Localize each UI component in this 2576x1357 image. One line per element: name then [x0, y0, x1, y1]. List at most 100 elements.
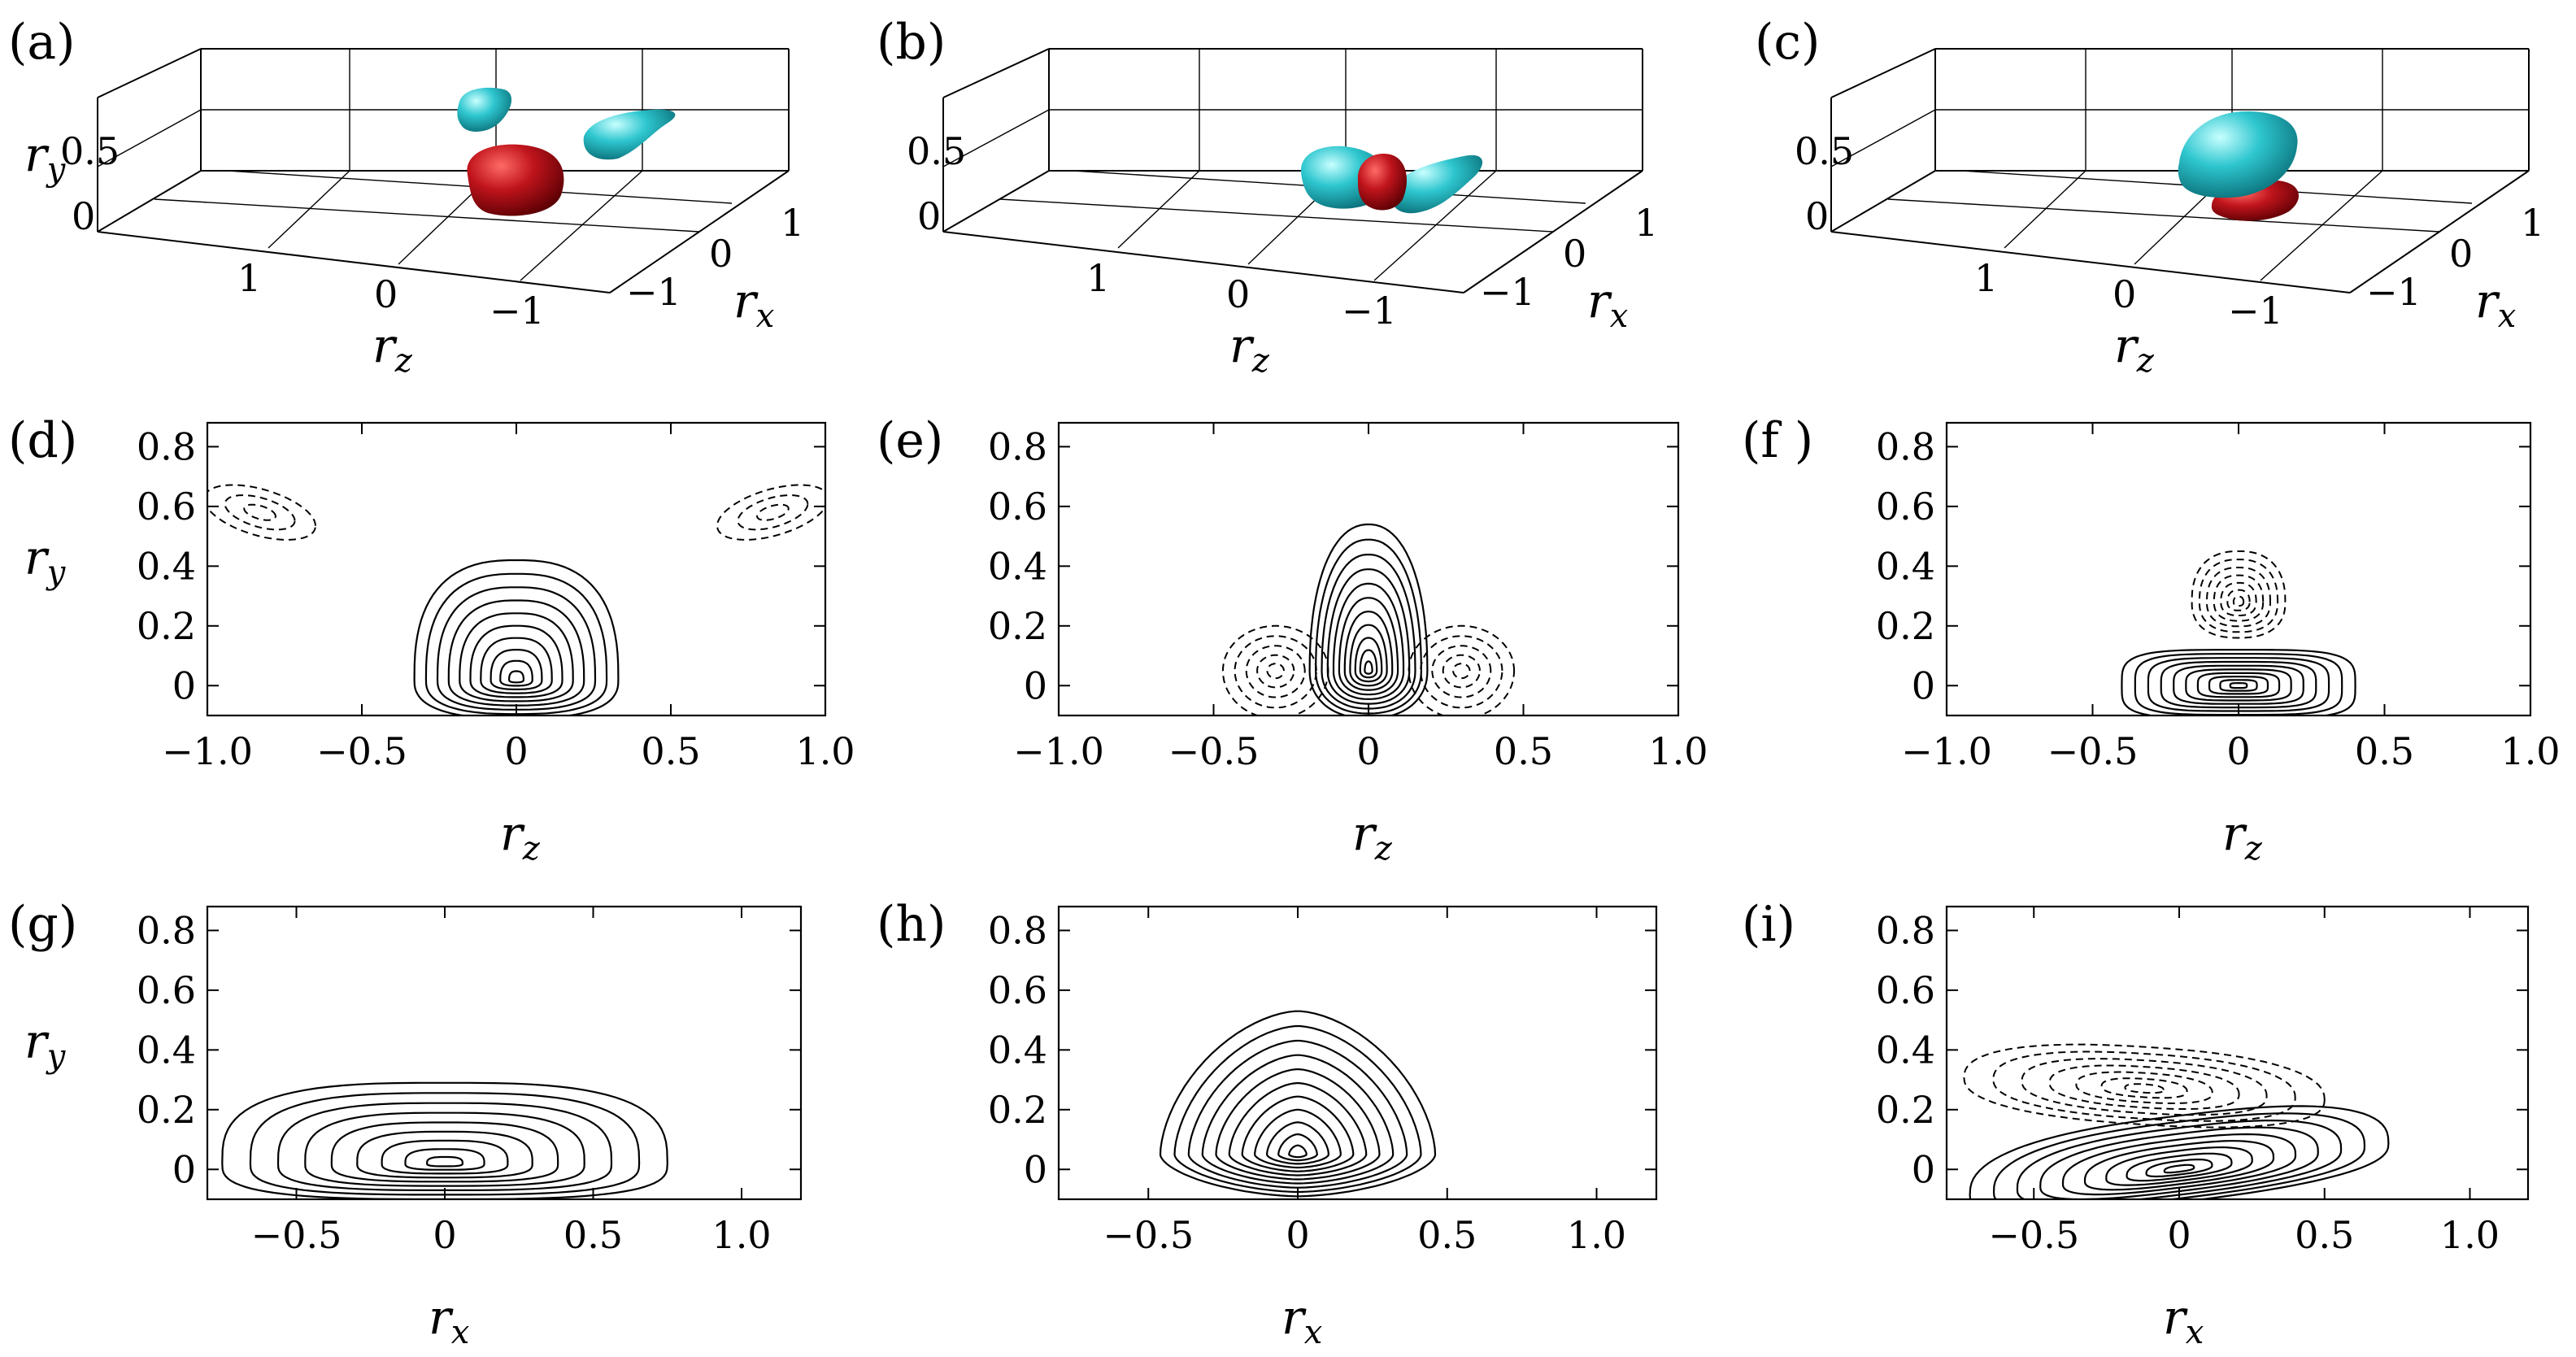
dashed-contour	[2213, 574, 2265, 622]
rz-axis-label: rz	[2222, 806, 2263, 868]
solid-contour	[1326, 568, 1411, 705]
rz-tick-1: 1	[1974, 256, 1998, 300]
ry-tick-label: 0	[1024, 1147, 1047, 1191]
x-tick-label: −0.5	[1988, 1213, 2079, 1257]
solid-contour	[2196, 672, 2281, 698]
solid-contour	[2160, 660, 2317, 709]
ry-tick-0: 0	[917, 194, 941, 238]
solid-contour	[1265, 1121, 1330, 1165]
x-tick-label: −1.0	[162, 729, 253, 773]
solid-contour	[1241, 1095, 1355, 1172]
solid-contour	[480, 637, 553, 694]
grid3d-b	[942, 49, 1643, 281]
panel-label-h: (h)	[877, 896, 946, 953]
solid-contour	[2229, 682, 2248, 689]
ry-tick-label: 0.6	[988, 485, 1047, 528]
dashed-contour	[2205, 567, 2272, 628]
dashed-contour	[224, 494, 296, 531]
contours-g	[221, 1081, 668, 1199]
dashed-contour	[2198, 559, 2279, 633]
rz-axis-label: rz	[372, 318, 413, 380]
x-tick-label: 0	[1286, 1213, 1309, 1257]
ry-tick-label: 0.8	[988, 424, 1047, 468]
x-tick-label: 0.5	[2295, 1213, 2354, 1257]
rx-axis-label: rx	[2475, 273, 2516, 335]
panel-label-c: (c)	[1755, 14, 1820, 71]
x-tick-label: 1.0	[711, 1213, 771, 1257]
panel-label-b: (b)	[877, 14, 946, 71]
x-tick-label: 0.5	[564, 1213, 623, 1257]
rz-tick-0: 0	[2113, 272, 2136, 316]
axes-frame	[1945, 905, 2530, 1201]
x-tick-label: −0.5	[1168, 729, 1260, 773]
dashed-contour	[2191, 550, 2287, 639]
rz-axis-label: rz	[500, 806, 541, 868]
contours-h	[1159, 1010, 1437, 1198]
dashed-contour	[1431, 645, 1492, 698]
ry-tick-label: 0.2	[988, 1088, 1047, 1132]
solid-contour	[2163, 1163, 2195, 1174]
solid-contour	[2145, 1158, 2213, 1178]
solid-contour	[2039, 1126, 2319, 1199]
solid-contour	[1277, 1133, 1318, 1162]
contours-f	[2121, 550, 2356, 715]
solid-contour	[425, 1155, 464, 1168]
solid-contour	[1254, 1108, 1342, 1169]
dashed-contour	[1408, 624, 1516, 715]
positive-isosurface	[1357, 153, 1407, 211]
x-tick-label: −0.5	[1103, 1213, 1194, 1257]
dashed-contour	[2124, 1083, 2165, 1094]
x-tick-label: 0.5	[1417, 1213, 1477, 1257]
solid-contour	[2219, 679, 2258, 692]
solid-contour	[1354, 637, 1383, 683]
rz-tick-0: 0	[374, 272, 398, 316]
solid-contour	[330, 1121, 559, 1183]
solid-contour	[304, 1111, 585, 1187]
solid-contour	[249, 1092, 641, 1196]
negative-isosurface	[2178, 111, 2298, 198]
box3d-b	[942, 48, 1643, 294]
ry-tick-label: 0.2	[1876, 1088, 1935, 1132]
x-tick-label: −1.0	[1901, 729, 1992, 773]
ry-axis-label: ry	[24, 127, 67, 189]
x-tick-label: 1.0	[2500, 729, 2560, 773]
x-tick-label: −0.5	[251, 1213, 342, 1257]
isosurfaces-b	[1300, 146, 1483, 214]
dashed-contour	[1442, 654, 1481, 689]
ry-axis-label: ry	[24, 1013, 67, 1075]
x-tick-label: 0	[1356, 729, 1380, 773]
dashed-contour	[1245, 645, 1306, 698]
x-tick-label: 0	[433, 1213, 456, 1257]
isosurfaces-a	[457, 87, 676, 216]
axes-frame	[206, 905, 803, 1201]
solid-contour	[2121, 649, 2356, 715]
rx-tick-0: 0	[2449, 232, 2473, 276]
solid-contour	[404, 1148, 485, 1171]
ry-tick-label: 0.8	[1876, 424, 1935, 468]
panel-c: (c) 0.5 0 1 0 −1 rz −1 0 1 rx	[1755, 14, 2544, 380]
x-tick-label: 0.5	[641, 729, 700, 773]
solid-contour	[1308, 523, 1429, 715]
negative-isosurface-left	[457, 87, 512, 132]
solid-contour	[459, 612, 574, 702]
dashed-contour	[1992, 1050, 2296, 1122]
dashed-contour	[737, 494, 809, 531]
solid-contour	[2083, 1140, 2275, 1191]
ry-axis-label: ry	[24, 529, 67, 591]
solid-contour	[469, 624, 564, 698]
dashed-contour	[1256, 654, 1295, 689]
x-tick-label: 0	[2226, 729, 2250, 773]
dashed-contour	[1452, 663, 1471, 680]
ry-tick-label: 0.6	[137, 968, 196, 1012]
x-tick-label: −1.0	[1013, 729, 1104, 773]
dashed-contour	[207, 484, 317, 541]
rz-tick-minus1: −1	[2228, 289, 2283, 333]
x-tick-label: −0.5	[2047, 729, 2139, 773]
rz-axis-label: rz	[2114, 318, 2155, 380]
rz-tick-0: 0	[1226, 272, 1250, 316]
panel-label-g: (g)	[8, 896, 77, 953]
ry-tick-0: 0	[72, 194, 95, 238]
dashed-contour	[1420, 635, 1503, 709]
dashed-contour	[1221, 624, 1329, 715]
